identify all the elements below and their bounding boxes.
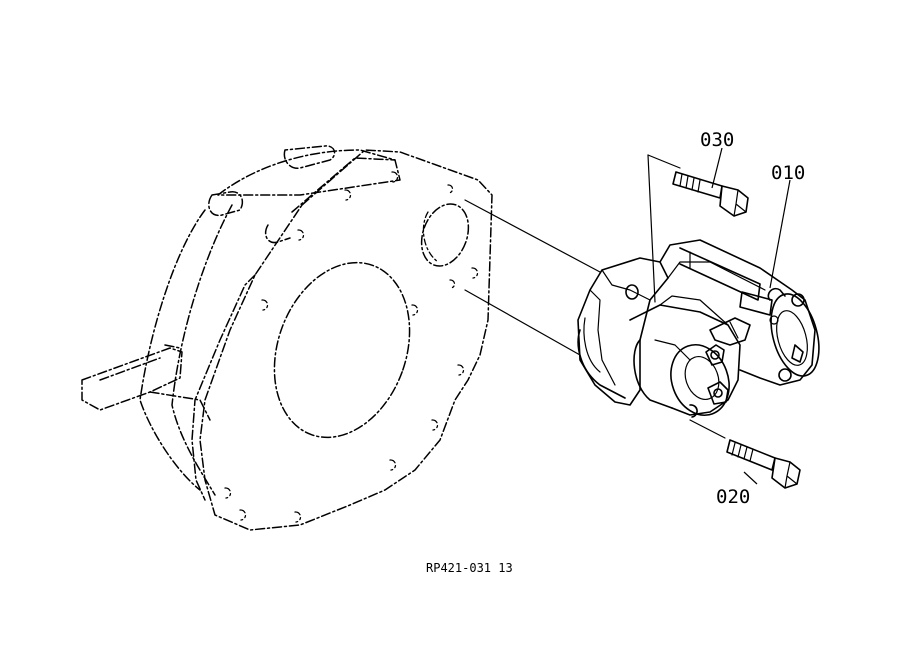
flywheel-housing <box>81 145 493 531</box>
upper-bolt <box>672 171 749 217</box>
starter-motor <box>577 239 820 418</box>
lower-bolt <box>726 439 801 489</box>
callout-leaders <box>711 147 791 485</box>
part-label-030: 030 <box>700 129 734 151</box>
assembly-lines <box>464 154 726 439</box>
drawing-reference-code: RP421-031 13 <box>426 561 513 575</box>
part-label-010: 010 <box>771 162 805 184</box>
part-label-020: 020 <box>716 486 750 508</box>
